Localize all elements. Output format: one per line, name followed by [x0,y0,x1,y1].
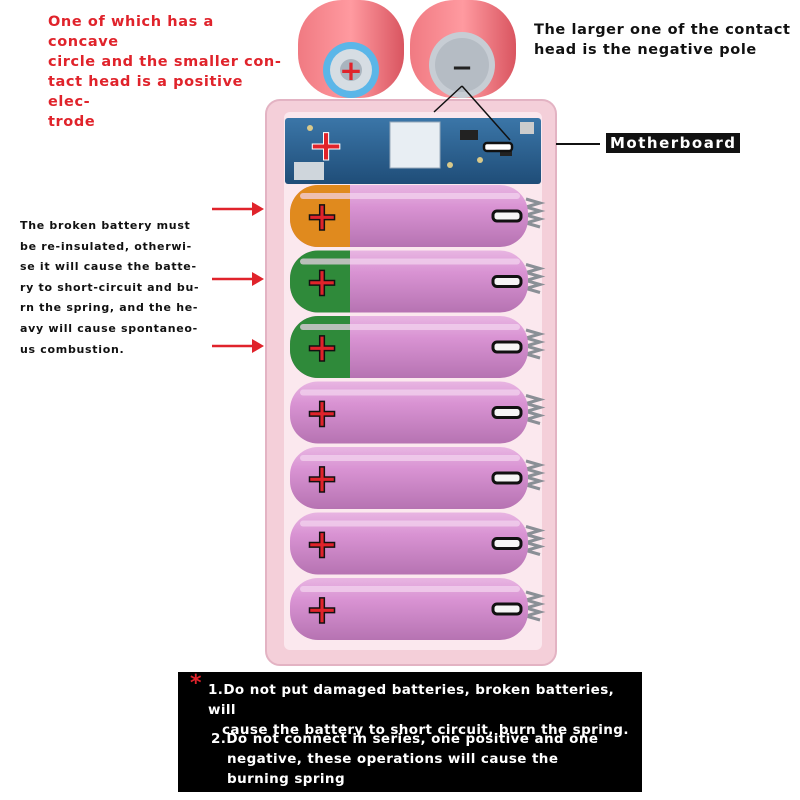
spring-contact [520,263,546,294]
cell-body [290,381,528,444]
negative-callout-line [433,85,463,113]
negative-sample-cell [410,0,516,98]
warning-line: avy will cause spontaneo- [20,321,198,335]
battery-cell: + [290,250,546,313]
battery-cell: + [290,185,546,247]
notice-item-2: 2.Do not connect in series, one positive… [211,729,631,789]
negative-sign [491,602,523,616]
positive-sign: + [305,194,339,240]
positive-sign: + [305,325,339,371]
positive-sign: + [305,522,339,568]
arrow-right-icon [212,202,264,216]
cell-highlight [300,389,520,396]
positive-electrode-caption: One of which has a concave circle and th… [48,12,288,132]
notice-line: burning spring [227,771,346,787]
cell-highlight [300,324,520,330]
broken-battery-warning: The broken battery must be re-insulated,… [20,216,210,360]
cell-highlight [300,193,520,199]
caption-line: circle and the smaller con- [48,54,282,70]
cell-wrap [290,316,350,378]
negative-sign [491,209,523,223]
motherboard-pcb [285,118,541,184]
negative-sign [491,471,523,485]
cell-highlight [300,258,520,265]
cell-wrap [290,250,350,313]
positive-sign: + [305,391,339,437]
notice-item-1: 1.Do not put damaged batteries, broken b… [208,680,638,740]
notice-line: negative, these operations will cause th… [227,751,559,767]
warning-line: us combustion. [20,342,125,356]
negative-callout-line [461,85,511,141]
notice-line: 1.Do not put damaged batteries, broken b… [208,682,615,718]
negative-pole-caption: The larger one of the contact head is th… [534,20,794,60]
pcb-negative-sign [482,141,514,153]
negative-sign [491,537,523,550]
battery-cell: + [290,512,546,575]
spring-contact [520,525,546,556]
spring-contact [520,459,546,491]
warning-line: se it will cause the batte- [20,260,197,274]
warning-line: The broken battery must [20,219,191,232]
positive-sign: + [305,587,339,633]
spring-contact [520,328,546,360]
warning-line: rn the spring, and the he- [20,301,199,315]
battery-cell: + [290,381,546,444]
battery-cell: + [290,447,546,509]
warning-line: ry to short-circuit and bu- [20,280,200,294]
cell-highlight [300,586,520,592]
motherboard-label: Motherboard [606,133,741,153]
caption-line: trode [48,114,96,130]
spring-contact [520,394,546,425]
notice-panel: * 1.Do not put damaged batteries, broken… [178,672,642,792]
positive-sample-cell [298,0,404,98]
cell-body [290,512,528,575]
warning-line: be re-insulated, otherwi- [20,239,192,253]
notice-line: 2.Do not connect in series, one positive… [211,731,599,747]
sample-positive-sign: + [339,54,362,87]
battery-cell: + [290,316,546,378]
cell-body [290,578,528,640]
pcb-positive-sign: + [308,120,345,171]
spring-contact [520,590,546,622]
cell-highlight [300,520,520,527]
caption-line: One of which has a concave [48,14,214,50]
negative-sign [491,406,523,419]
arrow-right-icon [212,339,264,353]
battery-cell: + [290,578,546,640]
asterisk-icon: * [190,671,202,696]
spring-contact [520,197,546,229]
negative-sign [491,275,523,288]
caption-line: tact head is a positive elec- [48,74,244,110]
positive-sign: + [305,260,339,306]
caption-line: The larger one of the contact [534,22,791,38]
warning-arrows [212,202,264,353]
negative-sign [491,340,523,354]
cell-wrap [290,185,350,247]
notice-line: cause the battery to short circuit, burn… [222,722,629,738]
positive-sign: + [305,456,339,502]
caption-line: head is the negative pole [534,42,757,58]
cell-body [290,447,528,509]
arrow-right-icon [212,272,264,286]
sample-negative-sign: − [451,53,473,83]
battery-cell-group: + + + + + + + [290,185,546,640]
cell-highlight [300,455,520,461]
